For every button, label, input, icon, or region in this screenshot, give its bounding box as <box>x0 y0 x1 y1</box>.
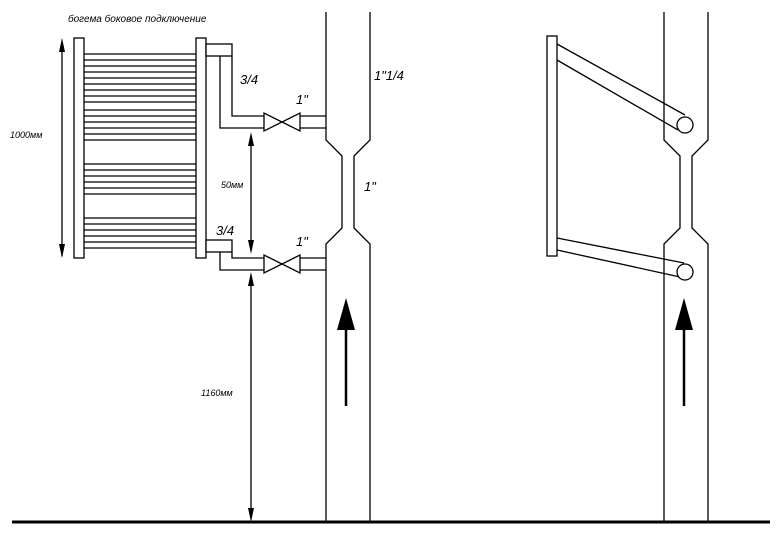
riser-right-scheme-left-wall <box>663 12 681 522</box>
spacing-label: 50мм <box>221 180 243 190</box>
spacing-dimension-arrow <box>248 132 254 254</box>
riser-size-label: 1"1/4 <box>374 68 404 83</box>
bottom-pipe-size-label: 3/4 <box>216 223 234 238</box>
top-valve <box>263 111 301 133</box>
bottom-return-pipe <box>205 239 326 271</box>
floor-height-label: 1160мм <box>201 388 233 398</box>
height-dimension-arrow <box>59 38 65 258</box>
radiator-right-scheme-post <box>546 35 558 257</box>
radiator-left-post <box>73 37 85 259</box>
bottom-valve-size-label: 1" <box>296 234 309 249</box>
top-valve-size-label: 1" <box>296 92 309 107</box>
flow-arrow-left <box>337 298 355 406</box>
riser-right-wall <box>353 12 371 522</box>
riser-left-wall <box>325 12 343 522</box>
radiator-height-label: 1000мм <box>10 130 42 140</box>
bottom-joint-circle <box>676 263 694 281</box>
top-joint-circle <box>676 116 694 134</box>
radiator-rungs <box>84 53 196 249</box>
radiator-right-post <box>195 37 207 259</box>
top-diagonal-pipe <box>556 43 686 131</box>
top-supply-pipe <box>205 43 326 129</box>
riser-right-scheme-right-wall <box>691 12 709 522</box>
bottom-diagonal-pipe <box>556 237 685 278</box>
bottom-valve <box>263 253 301 275</box>
flow-arrow-right <box>675 298 693 406</box>
top-pipe-size-label: 3/4 <box>240 72 258 87</box>
diagram-title: богема боковое подключение <box>68 13 207 25</box>
bypass-size-label: 1" <box>364 179 377 194</box>
floor-dimension-arrow <box>248 272 254 522</box>
